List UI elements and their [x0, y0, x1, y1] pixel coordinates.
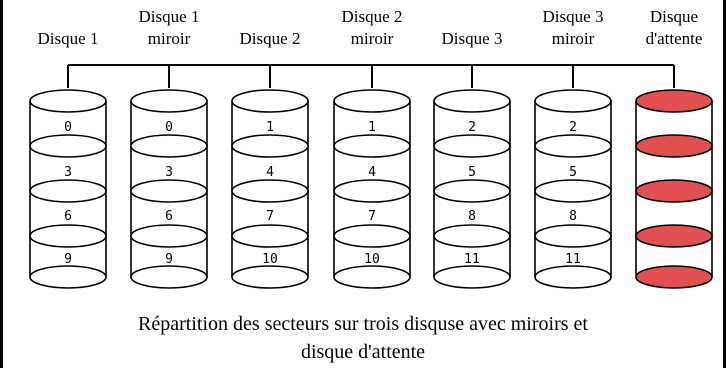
disk-header-line: Disque 2: [239, 29, 301, 48]
sector-label: 8: [569, 209, 577, 224]
caption-line-1: Répartition des secteurs sur trois disqu…: [138, 313, 588, 335]
disk-header-line: Disque 3: [542, 7, 604, 26]
cylinder-bottom: [635, 265, 713, 289]
sector-separator: [433, 224, 511, 248]
cylinder-top: [130, 89, 208, 113]
cylinder-bottom: [433, 265, 511, 289]
disk-header-line: Disque: [649, 7, 699, 26]
sector-separator: [231, 224, 309, 248]
sector-label: 1: [266, 120, 274, 135]
sector-separator: [635, 224, 713, 248]
cylinder-bottom: [231, 265, 309, 289]
sector-separator: [635, 179, 713, 203]
sector-separator: [231, 134, 309, 158]
disk-header-line: Disque 2: [341, 7, 403, 26]
disk-header-4: Disque 2 miroir: [317, 6, 427, 50]
sector-label: 4: [266, 165, 274, 180]
sector-separator: [231, 179, 309, 203]
cylinder-bottom: [534, 265, 612, 289]
sector-label: 8: [468, 209, 476, 224]
sector-label: 0: [165, 120, 173, 135]
cylinder-bottom: [130, 265, 208, 289]
disk-header-line: miroir: [551, 29, 595, 48]
sector-separator: [333, 134, 411, 158]
sector-label: 10: [364, 252, 380, 267]
disk-header-line: Disque 1: [37, 29, 99, 48]
sector-separator: [29, 179, 107, 203]
cylinder-top: [635, 89, 713, 113]
sector-label: 1: [368, 120, 376, 135]
disk-header-3: Disque 2: [215, 28, 325, 50]
sector-separator: [534, 224, 612, 248]
cylinder-top: [231, 89, 309, 113]
disk-header-line: Disque 3: [441, 29, 503, 48]
disk-header-1: Disque 1: [13, 28, 123, 50]
sector-separator: [534, 179, 612, 203]
sector-label: 3: [64, 165, 72, 180]
cylinder-bottom: [333, 265, 411, 289]
sector-label: 9: [165, 252, 173, 267]
cylinder-top: [29, 89, 107, 113]
disk-diagram: 0 3 6 9 0 3 6 9 1 4 7 10 1 4 7 10 2 5 8 11 2 5 8 11: [29, 64, 713, 289]
sector-separator: [29, 134, 107, 158]
sector-label: 4: [368, 165, 376, 180]
sector-separator: [333, 224, 411, 248]
sector-separator: [333, 179, 411, 203]
sector-separator: [433, 134, 511, 158]
sector-separator: [29, 224, 107, 248]
cylinder-top: [333, 89, 411, 113]
sector-label: 6: [165, 209, 173, 224]
sector-label: 9: [64, 252, 72, 267]
sector-label: 5: [569, 165, 577, 180]
disk-header-line: miroir: [350, 29, 394, 48]
disk-header-2: Disque 1 miroir: [114, 6, 224, 50]
disk-header-line: d'attente: [645, 29, 703, 48]
sector-separator: [635, 134, 713, 158]
sector-label: 3: [165, 165, 173, 180]
cylinder-top: [534, 89, 612, 113]
sector-separator: [130, 179, 208, 203]
sector-label: 2: [569, 120, 577, 135]
sector-separator: [130, 224, 208, 248]
diagram-caption: Répartition des secteurs sur trois disqu…: [3, 310, 723, 366]
sector-label: 2: [468, 120, 476, 135]
sector-label: 0: [64, 120, 72, 135]
sector-label: 11: [565, 252, 581, 267]
sector-separator: [433, 179, 511, 203]
sector-separator: [534, 134, 612, 158]
sector-label: 7: [368, 209, 376, 224]
sector-label: 10: [262, 252, 278, 267]
sector-label: 6: [64, 209, 72, 224]
disk-header-5: Disque 3: [417, 28, 527, 50]
disk-header-line: miroir: [147, 29, 191, 48]
disk-header-line: Disque 1: [138, 7, 200, 26]
sector-label: 7: [266, 209, 274, 224]
sector-label: 5: [468, 165, 476, 180]
cylinder-bottom: [29, 265, 107, 289]
disk-header-6: Disque 3 miroir: [518, 6, 628, 50]
caption-line-2: disque d'attente: [300, 341, 426, 363]
disk-header-7: Disque d'attente: [619, 6, 726, 50]
sector-label: 11: [464, 252, 480, 267]
sector-separator: [130, 134, 208, 158]
cylinder-top: [433, 89, 511, 113]
